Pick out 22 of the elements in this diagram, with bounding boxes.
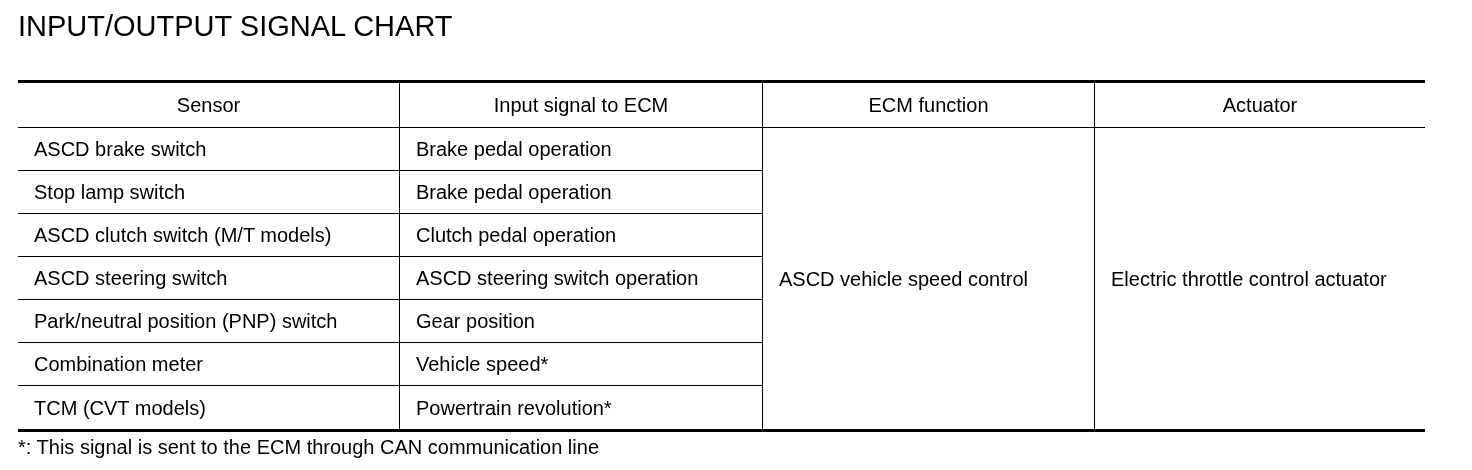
footnote: *: This signal is sent to the ECM through CAN communication line xyxy=(18,435,599,459)
column-header: Actuator xyxy=(1094,83,1425,128)
table-cell: ASCD steering switch xyxy=(18,257,399,300)
table-cell: ASCD steering switch operation xyxy=(399,257,762,300)
table-cell-text: TCM (CVT models) xyxy=(33,395,207,421)
table-cell: Park/neutral position (PNP) switch xyxy=(18,300,399,343)
table-cell: Brake pedal operation xyxy=(399,171,762,214)
table-cell: Vehicle speed* xyxy=(399,343,762,386)
table-cell: Powertrain revolution* xyxy=(399,386,762,429)
table-cell: Gear position xyxy=(399,300,762,343)
table-cell: Combination meter xyxy=(18,343,399,386)
table-cell: Clutch pedal operation xyxy=(399,214,762,257)
table-cell: ASCD brake switch xyxy=(18,128,399,171)
table-cell: Brake pedal operation xyxy=(399,128,762,171)
column-header: Sensor xyxy=(18,83,399,128)
table-cell: ASCD clutch switch (M/T models) xyxy=(18,214,399,257)
table-cell: Stop lamp switch xyxy=(18,171,399,214)
column-header: ECM function xyxy=(762,83,1094,128)
column-header: Input signal to ECM xyxy=(399,83,762,128)
chart-title: INPUT/OUTPUT SIGNAL CHART xyxy=(18,9,453,44)
table-cell: Electric throttle control actuator xyxy=(1094,128,1425,429)
table-cell: ASCD vehicle speed control xyxy=(762,128,1094,429)
